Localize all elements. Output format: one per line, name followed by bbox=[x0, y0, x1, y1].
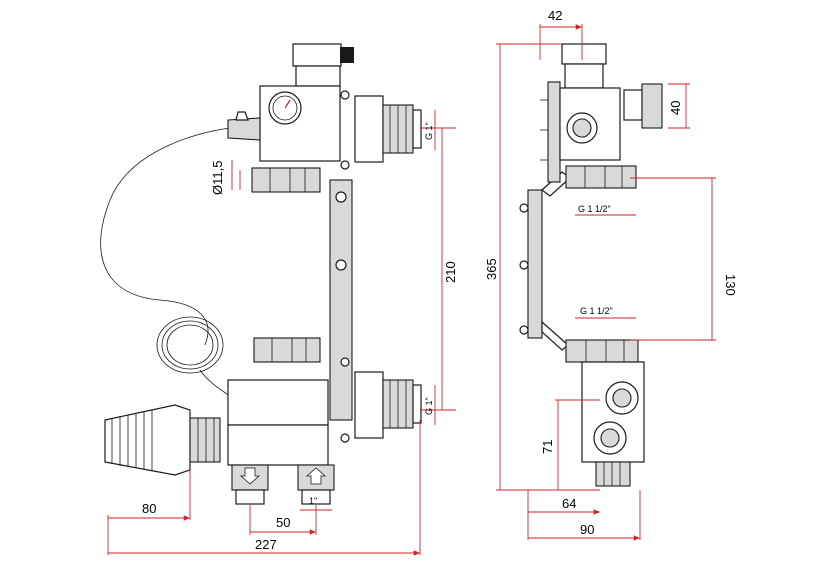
dim-g112-top: G 1 1/2" bbox=[578, 204, 611, 214]
rail-screw-bottom bbox=[335, 259, 347, 271]
mounting-rail bbox=[329, 179, 353, 421]
dim-80: 80 bbox=[142, 501, 156, 516]
bottom-outlet-union bbox=[354, 371, 384, 439]
flow-arrow-down-icon bbox=[239, 467, 261, 485]
side-bracket-plate bbox=[527, 189, 543, 339]
side-bottom-nut bbox=[565, 339, 639, 363]
dim-thread-top: G 1" bbox=[424, 122, 434, 140]
rail-screw-top bbox=[335, 191, 347, 203]
dim-thread-outlet: 1" bbox=[309, 496, 317, 506]
sensor-probe bbox=[227, 117, 261, 141]
dim-90: 90 bbox=[580, 522, 594, 537]
top-union-nut bbox=[251, 167, 321, 193]
side-view: 42 40 365 G 1 1/2" 130 G 1 1/2" 71 64 90 bbox=[484, 8, 738, 541]
side-thermometer bbox=[623, 89, 643, 121]
dim-diameter: Ø11,5 bbox=[210, 161, 225, 195]
bottom-union-nut bbox=[253, 337, 321, 363]
front-view: Ø11,5 G 1" G 1" 210 80 1" 50 227 bbox=[100, 43, 458, 556]
top-outlet-union bbox=[354, 95, 384, 163]
capillary-coil bbox=[156, 316, 224, 374]
dim-50: 50 bbox=[276, 515, 290, 530]
dim-227: 227 bbox=[255, 537, 277, 552]
dim-42: 42 bbox=[548, 8, 562, 23]
dim-64: 64 bbox=[562, 496, 576, 511]
dim-71: 71 bbox=[540, 440, 555, 454]
dim-g112-bottom: G 1 1/2" bbox=[580, 306, 613, 316]
side-top-nut bbox=[565, 165, 637, 189]
dim-40: 40 bbox=[668, 101, 683, 115]
capillary-tube bbox=[100, 126, 241, 346]
dim-130: 130 bbox=[723, 274, 738, 296]
flow-arrow-up-icon bbox=[305, 467, 327, 485]
air-vent bbox=[292, 43, 342, 67]
dim-vertical-210: 210 bbox=[443, 261, 458, 283]
dim-365: 365 bbox=[484, 258, 499, 280]
lower-valve-body bbox=[227, 379, 329, 426]
side-air-vent bbox=[561, 43, 607, 65]
dim-thread-bottom: G 1" bbox=[424, 397, 434, 415]
thermostatic-head bbox=[104, 404, 191, 476]
top-valve-body bbox=[259, 85, 341, 162]
